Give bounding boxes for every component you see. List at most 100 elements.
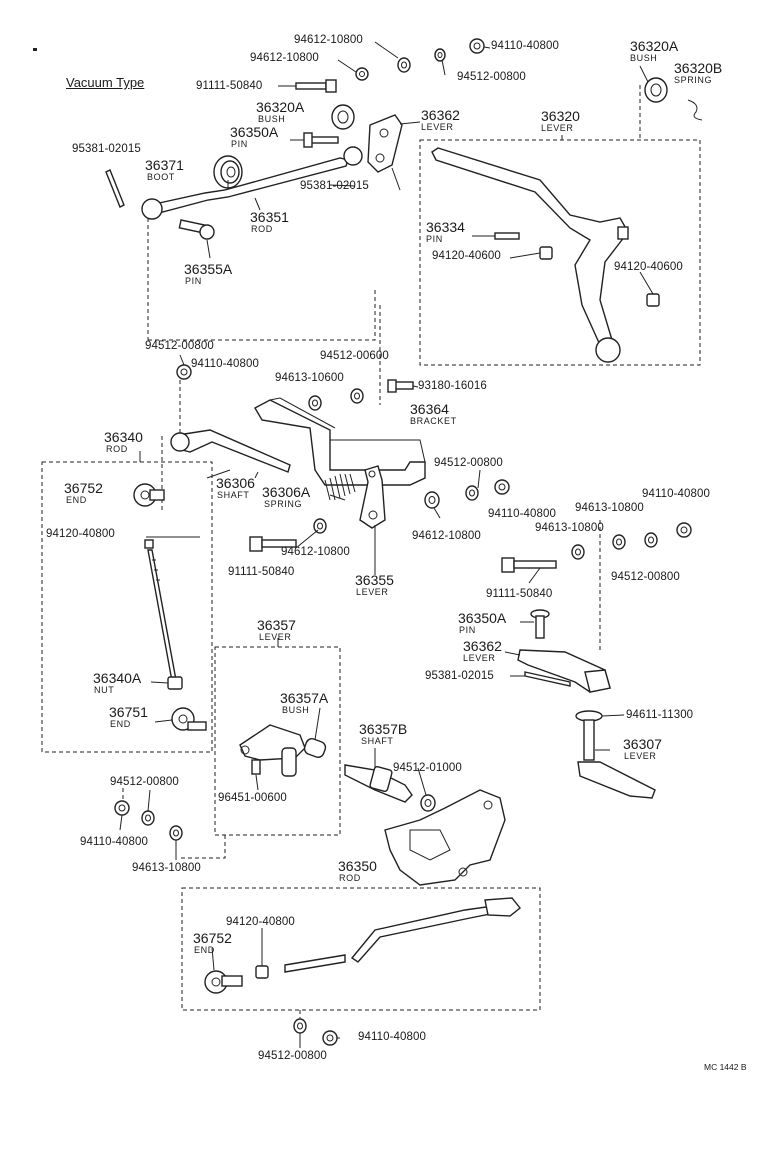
washer-94612-10800-left — [313, 518, 327, 534]
callout-36362: 36362 — [463, 638, 502, 654]
callout-95381-02015: 95381-02015 — [300, 180, 369, 192]
callout-94120-40600: 94120-40600 — [432, 250, 501, 262]
callout-94120-40600: 94120-40600 — [614, 261, 683, 273]
callout-36364-caption: BRACKET — [410, 416, 457, 426]
callout-94512-00800: 94512-00800 — [145, 340, 214, 352]
callout-91111-50840: 91111-50840 — [486, 588, 553, 600]
corner-mark — [33, 48, 37, 51]
nut-94110-40800-bottom — [322, 1030, 338, 1046]
end-36751 — [171, 707, 207, 731]
callout-36320: 36320 — [541, 108, 580, 124]
washer-94613-10800-b — [612, 534, 626, 550]
callout-94612-10800: 94612-10800 — [281, 546, 350, 558]
callout-36307: 36307 — [623, 736, 662, 752]
callout-36752: 36752 — [193, 930, 232, 946]
callout-36355: 36355 — [355, 572, 394, 588]
diagram-title: Vacuum Type — [66, 75, 145, 90]
washer-94612-10800-mid — [424, 491, 440, 509]
callout-36355A: 36355A — [184, 261, 233, 277]
bolt-91111-50840-left — [249, 536, 297, 552]
washer-94512-00800-mid — [465, 485, 479, 501]
washer-94613-10600 — [308, 395, 322, 411]
callout-36340-caption: ROD — [106, 444, 128, 454]
callout-94611-11300: 94611-11300 — [626, 709, 694, 721]
bolt-93180-16016 — [387, 379, 414, 393]
washer-94512-01000 — [420, 794, 436, 812]
callout-96451-00600: 96451-00600 — [218, 792, 287, 804]
callout-36751: 36751 — [109, 704, 148, 720]
callout-94120-40800: 94120-40800 — [226, 916, 295, 928]
bush-36357A — [303, 738, 327, 758]
nut-94110-40800-right — [676, 522, 692, 538]
washer-94512-00600 — [350, 388, 364, 404]
callout-94110-40800: 94110-40800 — [358, 1031, 427, 1043]
washer-94512-00800-bottom — [293, 1018, 307, 1034]
washer-94512-00800-top — [434, 48, 446, 62]
bolt-91111-50840-right — [501, 557, 557, 573]
nut-94110-40800-top — [469, 38, 485, 54]
leader-lines — [119, 41, 654, 1048]
callout-36350: 36350 — [338, 858, 377, 874]
washer-94613-10800-a — [571, 544, 585, 560]
callout-36350A-caption: PIN — [459, 625, 476, 635]
callout-36752-caption: END — [66, 495, 87, 505]
bush-36320A-top-right — [644, 77, 668, 103]
callout-36306-caption: SHAFT — [217, 490, 250, 500]
nut-94120-40600-right — [646, 293, 660, 307]
callout-36350-caption: ROD — [339, 873, 361, 883]
fitting-96451-00600 — [251, 759, 261, 775]
callout-94613-10600: 94613-10600 — [275, 372, 344, 384]
callout-93180-16016: 93180-16016 — [418, 380, 487, 392]
nut-94110-40800-mid — [494, 479, 510, 495]
callout-94612-10800: 94612-10800 — [294, 34, 363, 46]
callout-36320A-caption: BUSH — [630, 53, 658, 63]
spring-36320B — [687, 99, 703, 121]
callout-36355-caption: LEVER — [356, 587, 389, 597]
pin-36334 — [494, 232, 520, 240]
nut-94120-40600-left — [539, 246, 553, 260]
bolt-91111-50840-top — [295, 79, 337, 93]
callout-94512-01000: 94512-01000 — [393, 762, 462, 774]
callout-36355A-caption: PIN — [185, 276, 202, 286]
callout-36306A: 36306A — [262, 484, 311, 500]
callout-94110-40800: 94110-40800 — [642, 488, 711, 500]
nut-36340A — [167, 676, 183, 690]
lever-36362-lower — [517, 649, 611, 693]
washer-94512-00800-lower-left — [141, 810, 155, 826]
callout-94612-10800: 94612-10800 — [412, 530, 481, 542]
callout-36357B: 36357B — [359, 721, 408, 737]
callout-94512-00800: 94512-00800 — [611, 571, 680, 583]
shaft-36357B — [344, 764, 413, 803]
callout-95381-02015: 95381-02015 — [72, 143, 141, 155]
callout-36307-caption: LEVER — [624, 751, 657, 761]
callout-36371-caption: BOOT — [147, 172, 175, 182]
callout-36320A: 36320A — [256, 99, 305, 115]
callout-36340A-caption: NUT — [94, 685, 115, 695]
callout-36357-caption: LEVER — [259, 632, 292, 642]
callout-36320-caption: LEVER — [541, 123, 574, 133]
group-box-36340-rod — [41, 461, 213, 753]
callout-94110-40800: 94110-40800 — [488, 508, 557, 520]
callout-94512-00800: 94512-00800 — [457, 71, 526, 83]
pin-36350A-lower — [530, 609, 550, 639]
callout-36320B: 36320B — [674, 60, 723, 76]
callout-36371: 36371 — [145, 157, 184, 173]
callout-36340: 36340 — [104, 429, 143, 445]
callout-36752-caption: END — [194, 945, 215, 955]
spring-36306A — [324, 473, 356, 501]
group-box-36350-rod — [181, 887, 541, 1011]
pin-36355A — [178, 219, 215, 240]
callout-94110-40800: 94110-40800 — [80, 836, 149, 848]
washer-94612-10800-top — [397, 57, 411, 73]
callout-36334-caption: PIN — [426, 234, 443, 244]
callout-94110-40800: 94110-40800 — [191, 358, 260, 370]
assembly-guide-lines — [122, 85, 641, 1018]
callout-36350A-caption: PIN — [231, 139, 248, 149]
washer-94612-10800-b — [355, 67, 369, 81]
callout-91111-50840: 91111-50840 — [196, 80, 263, 92]
callout-94120-40800: 94120-40800 — [46, 528, 115, 540]
transmission-housing — [384, 789, 506, 886]
cotter-pin-95381-02015-lower — [524, 671, 571, 687]
